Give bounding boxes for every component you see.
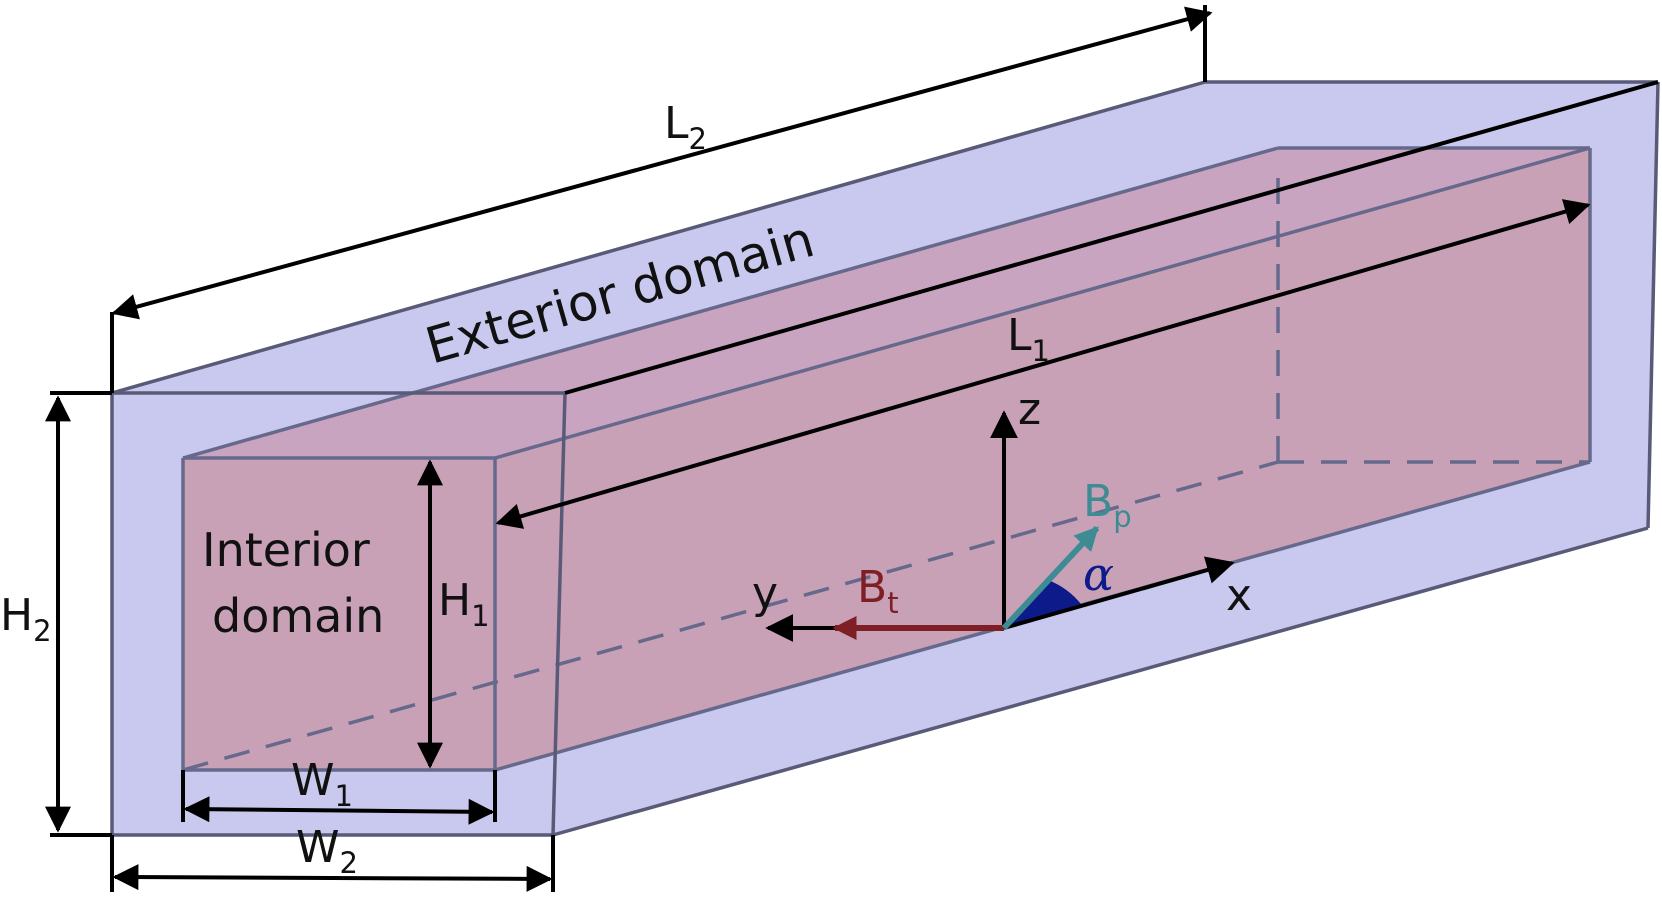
y-axis-label: y	[752, 568, 778, 619]
L2-label: L2	[664, 98, 707, 156]
Bp-field-arrow	[1001, 525, 1100, 631]
W1-label: W1	[291, 755, 353, 813]
alpha-angle-label: α	[1083, 547, 1114, 601]
interior-domain-label-line2: domain	[212, 589, 384, 643]
W1-dimension-arrow	[183, 796, 495, 825]
interior-domain-label-line1: Interior	[202, 523, 370, 577]
x-axis-arrow	[1003, 556, 1235, 630]
H1-label: H1	[438, 575, 490, 633]
L1-label: L1	[1007, 310, 1050, 368]
W2-label: W2	[296, 822, 358, 880]
exterior-bottom-right-edge	[552, 526, 1649, 837]
H2-label: H2	[0, 590, 52, 648]
x-axis-label: x	[1226, 570, 1252, 621]
Bp-label: Bp	[1083, 476, 1132, 534]
Bt-label: Bt	[857, 562, 899, 620]
L1-dimension-arrow	[495, 199, 1591, 529]
z-axis-label: z	[1018, 384, 1041, 435]
exterior-back-right-edge	[1646, 81, 1660, 529]
W2-dimension-arrow	[112, 864, 553, 892]
L2-dimension-arrow	[111, 6, 1213, 320]
alpha-angle-wedge	[1004, 580, 1081, 628]
